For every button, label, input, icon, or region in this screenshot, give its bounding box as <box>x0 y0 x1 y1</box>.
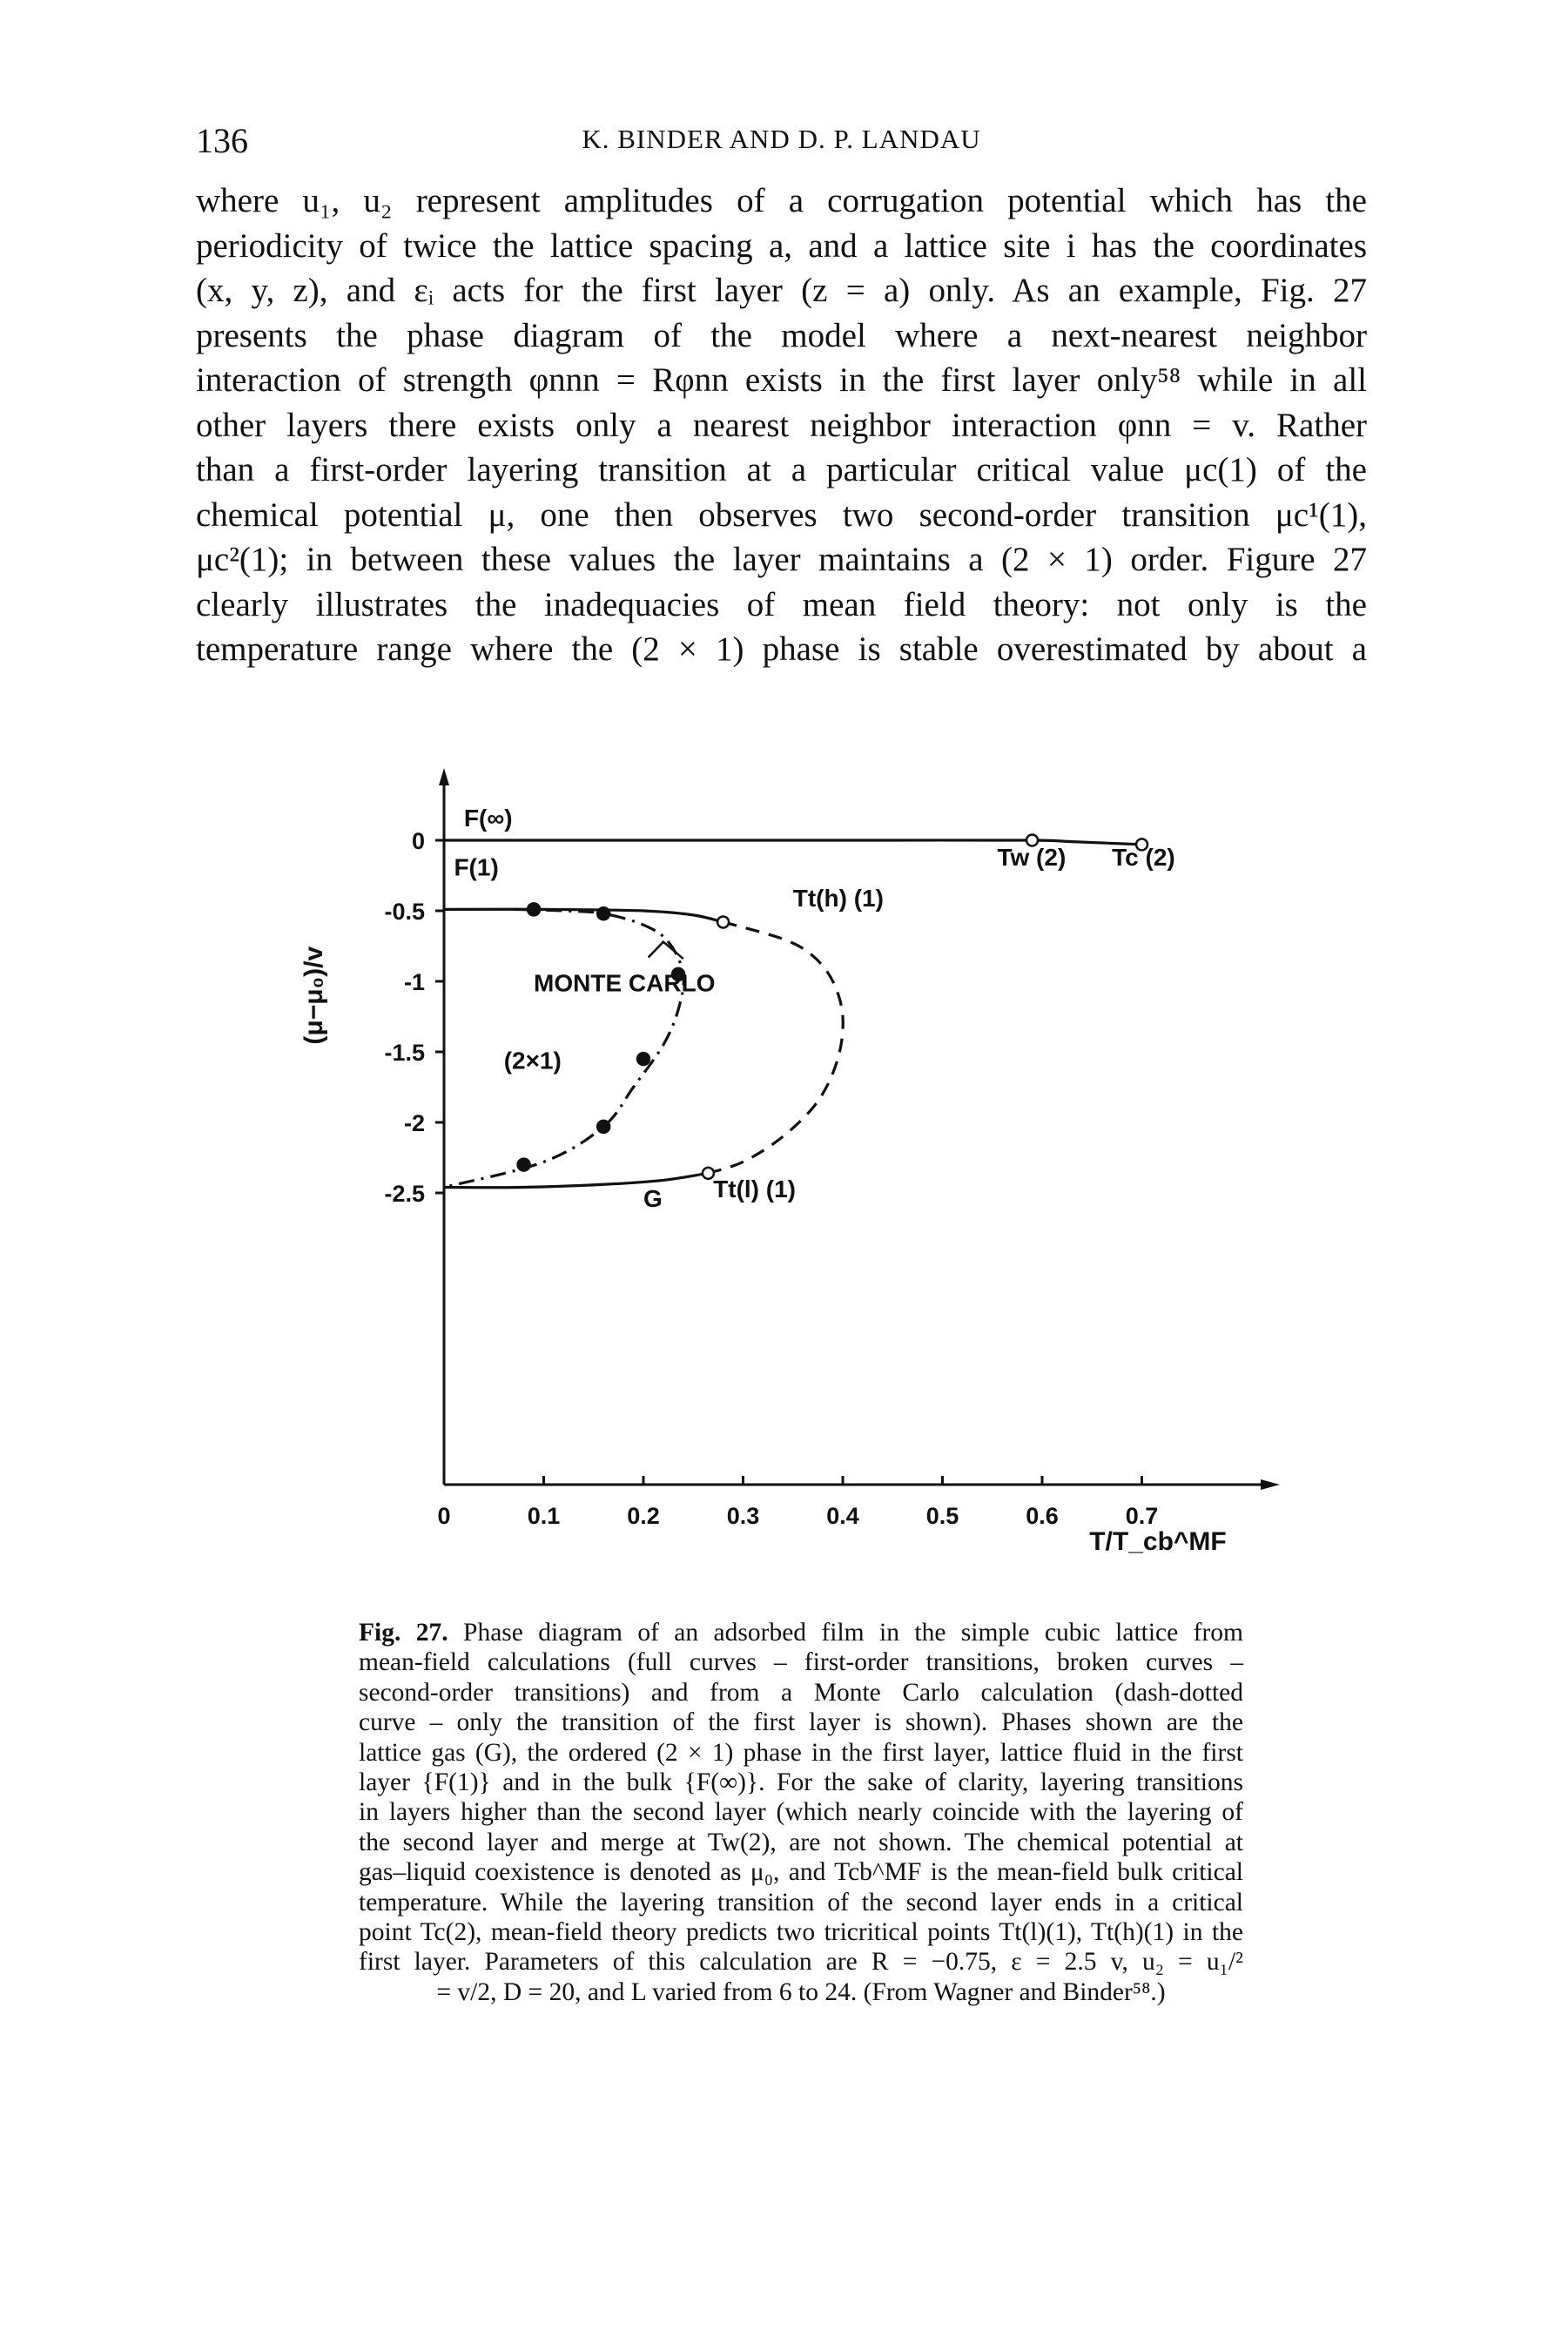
x-tick-label: 0.6 <box>1026 1503 1059 1529</box>
open-circle-marker <box>701 1166 716 1181</box>
body-line: where u₁, u₂ represent amplitudes of a c… <box>196 182 1367 219</box>
body-line: periodicity of twice the lattice spacing… <box>196 226 1367 265</box>
body-line: μc²(1); in between these values the laye… <box>196 541 1367 578</box>
body-line: other layers there exists only a nearest… <box>196 406 1367 444</box>
filled-circle-marker <box>596 906 611 921</box>
caption-line: second-order transitions) and from a Mon… <box>359 1678 1243 1707</box>
body-line: interaction of strength φnnn = Rφnn exis… <box>196 361 1367 399</box>
open-circle-marker <box>1025 833 1040 847</box>
y-tick-label: -2 <box>404 1110 425 1136</box>
y-tick-label: -2.5 <box>384 1181 425 1207</box>
filled-circle-marker <box>670 967 686 982</box>
plot-annotation: F(∞) <box>464 805 513 832</box>
caption-line: layer {F(1)} and in the bulk {F(∞)}. For… <box>359 1768 1243 1797</box>
curve-full <box>443 907 723 924</box>
caption-line: gas–liquid coexistence is denoted as μ₀,… <box>359 1858 1243 1887</box>
caption-line: first layer. Parameters of this calculat… <box>359 1948 1243 1977</box>
y-tick-label: 0 <box>412 828 425 854</box>
caption-line: lattice gas (G), the ordered (2 × 1) pha… <box>359 1738 1243 1767</box>
filled-circle-marker <box>526 902 542 917</box>
plot-annotation: Tt(h) (1) <box>793 885 884 912</box>
page-header: 136 K. BINDER AND D. P. LANDAU <box>196 120 1367 164</box>
body-line: temperature range where the (2 × 1) phas… <box>196 630 1367 668</box>
caption-line: = v/2, D = 20, and L varied from 6 to 24… <box>436 1977 1166 2006</box>
x-tick-label: 0 <box>437 1503 450 1529</box>
plot-annotation: Tw (2) <box>997 844 1066 871</box>
caption-line: mean-field calculations (full curves – f… <box>359 1648 1243 1677</box>
y-axis-arrow <box>439 768 449 785</box>
y-tick-label: -1.5 <box>384 1040 425 1066</box>
x-tick-label: 0.7 <box>1126 1503 1159 1529</box>
body-line: (x, y, z), and εᵢ acts for the first lay… <box>196 272 1367 309</box>
x-tick-label: 0.4 <box>826 1503 859 1529</box>
y-tick-label: -0.5 <box>384 899 425 925</box>
x-tick-label: 0.2 <box>627 1503 660 1529</box>
y-tick-label: -1 <box>404 969 425 995</box>
plot-annotation: Tc (2) <box>1112 844 1175 871</box>
body-line: chemical potential μ, one then observes … <box>196 495 1367 534</box>
x-tick-label: 0.5 <box>926 1503 959 1529</box>
caption-text: Phase diagram of an adsorbed film in the… <box>463 1619 1243 1647</box>
filled-circle-marker <box>636 1051 651 1067</box>
caption-line: temperature. While the layering transiti… <box>359 1888 1243 1917</box>
body-line: clearly illustrates the inadequacies of … <box>196 585 1367 623</box>
caption-line: Fig. 27. Phase diagram of an adsorbed fi… <box>359 1618 1243 1647</box>
open-circle-marker <box>716 915 730 929</box>
monte-carlo-pointer <box>647 940 684 960</box>
plot-annotation: G <box>643 1185 663 1212</box>
curve-full <box>443 1171 709 1189</box>
caption-line: the second layer and merge at Tw(2), are… <box>359 1828 1243 1856</box>
open-circle-marker <box>1134 838 1149 852</box>
plot-annotation: (2×1) <box>504 1047 562 1074</box>
caption-line: in layers higher than the second layer (… <box>359 1798 1243 1827</box>
x-axis-label: T/T_cb^MF <box>1089 1527 1227 1556</box>
plot-annotation: F(1) <box>454 854 498 881</box>
filled-circle-marker <box>516 1157 531 1172</box>
x-tick-label: 0.3 <box>727 1503 760 1529</box>
caption-line: point Tc(2), mean-field theory predicts … <box>359 1918 1243 1947</box>
x-tick-label: 0.1 <box>528 1503 561 1529</box>
x-axis-arrow <box>1261 1479 1280 1490</box>
curve-broken <box>707 920 845 1175</box>
plot-annotation: MONTE CARLO <box>534 969 715 996</box>
caption-line: curve – only the transition of the first… <box>359 1708 1243 1737</box>
plot-annotation: Tt(l) (1) <box>713 1176 796 1202</box>
curve-dash-dotted <box>443 907 685 1189</box>
filled-circle-marker <box>596 1119 611 1135</box>
running-head: K. BINDER AND D. P. LANDAU <box>582 124 981 154</box>
body-paragraph: where u₁, u₂ represent amplitudes of a c… <box>196 179 1367 672</box>
body-line: than a first-order layering transition a… <box>196 451 1367 488</box>
page-number: 136 <box>196 121 248 160</box>
caption-label: Fig. 27. <box>359 1619 448 1647</box>
y-axis-label: (μ−μ₀)/v <box>299 946 328 1045</box>
figure-caption: Fig. 27. Phase diagram of an adsorbed fi… <box>359 1618 1243 2007</box>
body-line: presents the phase diagram of the model … <box>196 316 1367 354</box>
curve-full <box>444 839 1142 846</box>
